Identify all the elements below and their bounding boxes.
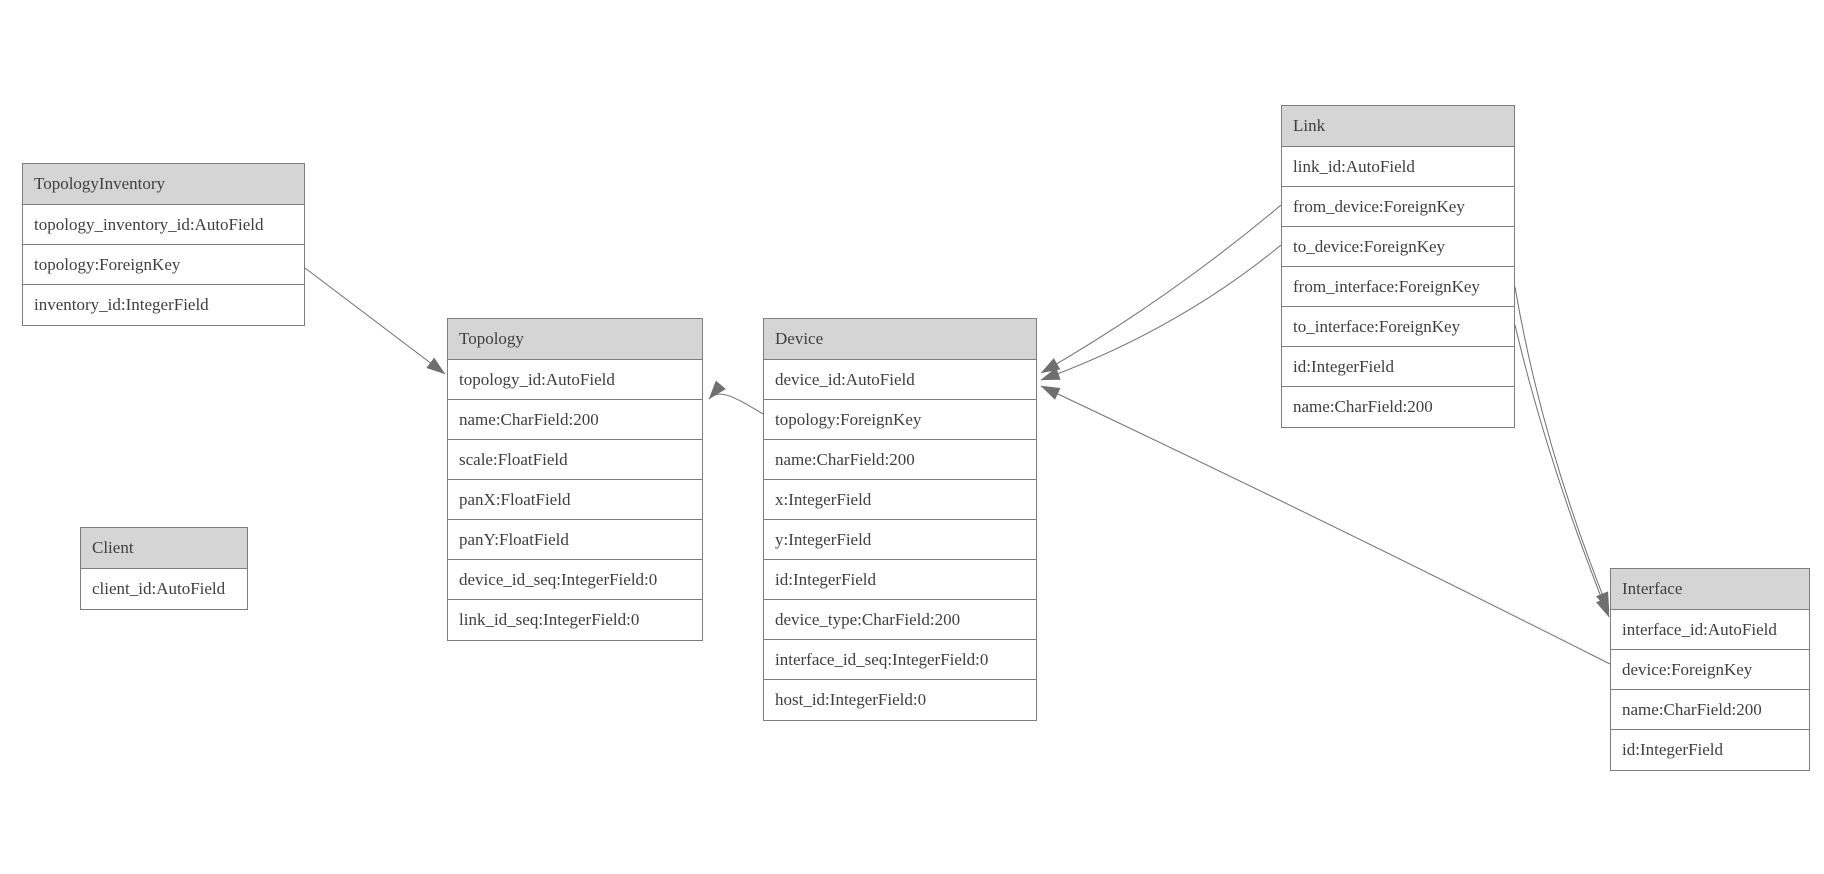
entity-field-row: client_id:AutoField xyxy=(81,569,247,609)
entity-field-row: topology:ForeignKey xyxy=(764,400,1036,440)
entity-field-row: topology_id:AutoField xyxy=(448,360,702,400)
entity-field-row: device_id_seq:IntegerField:0 xyxy=(448,560,702,600)
entity-field-row: to_interface:ForeignKey xyxy=(1282,307,1514,347)
entity-field-row: link_id:AutoField xyxy=(1282,147,1514,187)
entity-field-row: topology_inventory_id:AutoField xyxy=(23,205,304,245)
relation-link-from-interface xyxy=(1514,286,1610,612)
entity-field-row: name:CharField:200 xyxy=(1282,387,1514,427)
entity-field-row: device:ForeignKey xyxy=(1611,650,1809,690)
entity-field-row: y:IntegerField xyxy=(764,520,1036,560)
entity-field-row: id:IntegerField xyxy=(764,560,1036,600)
relation-topologyinventory-topology xyxy=(304,267,446,375)
entity-field-row: link_id_seq:IntegerField:0 xyxy=(448,600,702,640)
entity-title-topology: Topology xyxy=(448,319,702,360)
entity-title-link: Link xyxy=(1282,106,1514,147)
entity-field-row: id:IntegerField xyxy=(1611,730,1809,770)
entity-field-row: name:CharField:200 xyxy=(448,400,702,440)
entity-field-row: id:IntegerField xyxy=(1282,347,1514,387)
entity-field-row: x:IntegerField xyxy=(764,480,1036,520)
entity-field-row: interface_id_seq:IntegerField:0 xyxy=(764,640,1036,680)
entity-field-row: device_id:AutoField xyxy=(764,360,1036,400)
entity-field-row: topology:ForeignKey xyxy=(23,245,304,285)
entity-field-row: panX:FloatField xyxy=(448,480,702,520)
entity-field-row: inventory_id:IntegerField xyxy=(23,285,304,325)
entity-field-row: from_device:ForeignKey xyxy=(1282,187,1514,227)
entity-field-row: scale:FloatField xyxy=(448,440,702,480)
relation-link-to-device xyxy=(1040,244,1282,381)
entity-title-interface: Interface xyxy=(1611,569,1809,610)
relation-device-topology xyxy=(708,380,764,415)
entity-title-device: Device xyxy=(764,319,1036,360)
entity-field-row: from_interface:ForeignKey xyxy=(1282,267,1514,307)
entity-field-row: device_type:CharField:200 xyxy=(764,600,1036,640)
entity-field-row: to_device:ForeignKey xyxy=(1282,227,1514,267)
entity-title-client: Client xyxy=(81,528,247,569)
entity-field-row: name:CharField:200 xyxy=(764,440,1036,480)
relation-link-from-device xyxy=(1040,204,1282,374)
relation-link-to-interface xyxy=(1514,324,1610,618)
entity-field-row: interface_id:AutoField xyxy=(1611,610,1809,650)
entity-field-row: panY:FloatField xyxy=(448,520,702,560)
entity-field-row: host_id:IntegerField:0 xyxy=(764,680,1036,720)
entity-title-topologyinventory: TopologyInventory xyxy=(23,164,304,205)
entity-field-row: name:CharField:200 xyxy=(1611,690,1809,730)
